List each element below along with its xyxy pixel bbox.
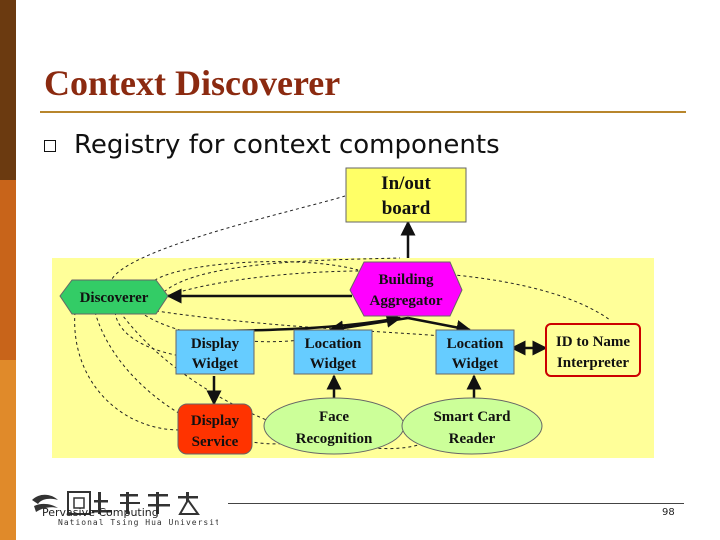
interpreter-line-2: Interpreter	[557, 355, 630, 371]
page-number: 98	[662, 507, 675, 518]
node-discoverer: Discoverer	[59, 279, 169, 315]
bullet-square-icon	[44, 140, 56, 152]
node-location-widget-2: Location Widget	[435, 329, 515, 375]
face-recognition-line-2: Recognition	[296, 431, 373, 447]
node-location-widget-1: Location Widget	[293, 329, 373, 375]
inout-board-line-2: board	[382, 198, 431, 219]
display-service-line-2: Service	[192, 434, 239, 450]
title-divider	[40, 111, 686, 113]
node-display-service: Display Service	[177, 403, 253, 455]
smart-card-reader-line-1: Smart Card	[433, 409, 511, 425]
display-widget-line-1: Display	[191, 336, 240, 352]
location-widget-2-line-2: Widget	[452, 356, 498, 372]
university-name: National Tsing Hua University	[58, 518, 218, 527]
location-widget-1-line-2: Widget	[310, 356, 356, 372]
node-display-widget: Display Widget	[175, 329, 255, 375]
side-color-bar	[0, 0, 16, 540]
node-face-recognition: Face Recognition	[263, 397, 405, 455]
location-widget-2-line-1: Location	[447, 336, 504, 352]
node-building-aggregator: Building Aggregator	[349, 261, 463, 317]
display-service-line-1: Display	[191, 413, 240, 429]
building-aggregator-line-2: Aggregator	[369, 293, 442, 309]
interpreter-line-1: ID to Name	[556, 334, 630, 350]
building-aggregator-line-1: Building	[378, 272, 434, 288]
smart-card-reader-line-2: Reader	[449, 431, 496, 447]
display-widget-line-2: Widget	[192, 356, 238, 372]
node-smart-card-reader: Smart Card Reader	[401, 397, 543, 455]
course-name: Pervasive Computing	[42, 506, 159, 519]
bullet-text: Registry for context components	[74, 130, 500, 160]
slide-title: Context Discoverer	[44, 63, 341, 103]
location-widget-1-line-1: Location	[305, 336, 362, 352]
discoverer-label: Discoverer	[80, 290, 149, 306]
node-inout-board: In/out board	[345, 167, 467, 223]
face-recognition-line-1: Face	[319, 409, 349, 425]
university-logo: National Tsing Hua University	[32, 491, 218, 527]
node-id-to-name-interpreter: ID to Name Interpreter	[545, 323, 641, 377]
inout-board-line-1: In/out	[381, 173, 431, 194]
footer-divider	[228, 503, 684, 504]
